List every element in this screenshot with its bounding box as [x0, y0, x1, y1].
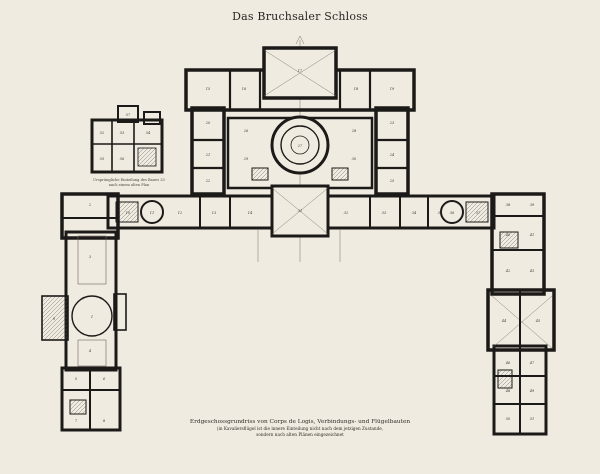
room-number: 41 [529, 233, 534, 237]
room-number: 9 [53, 317, 56, 321]
room-number: 47 [529, 361, 535, 365]
room-number: 4 [88, 349, 91, 353]
room-number: 33 [382, 211, 387, 215]
room-number: 28 [351, 129, 357, 133]
room-number: 35 [438, 211, 443, 215]
room-number: 11 [150, 211, 154, 215]
plan-caption: Erdgeschossgrundriss von Corps de Logis,… [180, 418, 420, 438]
inset-caption: Ursprüngliche Einteilung des Baues 33 na… [86, 178, 172, 188]
room-number: 24 [389, 153, 394, 157]
room-number: 22 [205, 179, 211, 183]
room-number: 54 [146, 131, 150, 135]
room-number: 15 [206, 87, 211, 91]
room-number: 10 [126, 211, 131, 215]
room-number: 6 [103, 377, 106, 381]
room-number: 57 [126, 113, 131, 117]
page-title: Das Bruchsaler Schloss [232, 10, 368, 23]
room-number: 8 [103, 419, 106, 423]
caption-note: sondern nach alten Plänen eingezeichnet [256, 432, 344, 437]
room-number: 53 [120, 131, 125, 135]
room-number: 36 [450, 211, 455, 215]
room-number: 38 [506, 203, 511, 207]
room-number: 1 [91, 315, 93, 319]
room-number: 12 [178, 211, 183, 215]
inset-caption-line: nach einem alten Plan [108, 182, 150, 187]
room-number: 27 [297, 144, 303, 148]
inset-plan [90, 105, 164, 174]
connecting-wings [106, 194, 496, 230]
room-number: 46 [505, 361, 511, 365]
left-wing [41, 192, 127, 432]
room-number: 19 [390, 87, 395, 91]
room-number: 30 [352, 157, 357, 161]
room-number: 55 [100, 157, 105, 161]
room-number: 17 [298, 69, 303, 73]
room-number: 5 [75, 377, 78, 381]
room-number: 14 [248, 211, 252, 215]
room-number: 29 [243, 157, 249, 161]
corps-de-logis [184, 46, 416, 238]
room-number: 2 [88, 203, 92, 207]
room-number: 7 [75, 419, 78, 423]
room-number: 13 [212, 211, 217, 215]
inset-caption-line: Ursprüngliche Einteilung des Baues 33 [93, 178, 165, 182]
right-wing [486, 192, 556, 436]
room-number: 42 [505, 269, 511, 273]
room-number: 50 [506, 417, 511, 421]
caption-note: (in Kavaliersflügel ist die innere Einte… [216, 426, 384, 431]
room-number: 48 [505, 389, 511, 393]
room-number: 43 [529, 269, 535, 273]
room-number: 18 [354, 87, 359, 91]
room-number: 21 [205, 153, 210, 157]
room-number: 51 [530, 417, 534, 421]
room-number: 25 [389, 179, 395, 183]
room-number: 56 [120, 157, 125, 161]
room-number: 39 [530, 203, 535, 207]
room-number: 32 [344, 211, 349, 215]
room-number: 40 [505, 233, 511, 237]
room-number: 23 [389, 121, 395, 125]
room-number: 3 [89, 255, 92, 259]
room-number: 26 [243, 129, 249, 133]
room-number: 52 [100, 131, 105, 135]
room-number: 34 [412, 211, 416, 215]
room-number: 44 [501, 319, 506, 323]
room-number: 16 [242, 87, 247, 91]
room-numbers: 1 2 3 4 5 6 7 8 9 10 11 12 13 14 15 16 1… [53, 69, 541, 423]
caption-main: Erdgeschossgrundriss von Corps de Logis,… [189, 419, 411, 425]
room-number: 37 [476, 211, 481, 215]
room-number: 20 [205, 121, 211, 125]
room-number: 49 [529, 389, 535, 393]
room-number: 31 [298, 209, 302, 213]
room-number: 45 [535, 319, 541, 323]
